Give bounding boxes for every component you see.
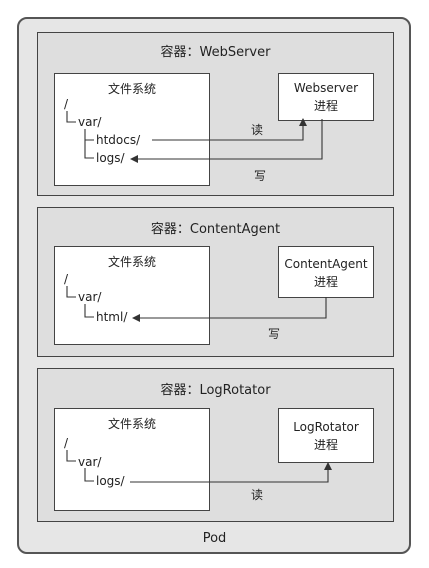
container-contentagent: 容器：ContentAgent 文件系统 ContentAgent 进程 xyxy=(37,207,394,357)
process-box: LogRotator 进程 xyxy=(278,408,374,463)
fs-var-dir: var/ xyxy=(78,455,102,469)
read-arrow xyxy=(130,462,332,483)
tree-line xyxy=(84,468,94,482)
container-title: 容器：WebServer xyxy=(160,45,271,60)
write-label: 写 xyxy=(268,327,281,341)
filesystem-box: 文件系统 xyxy=(54,73,210,186)
tree-line xyxy=(84,304,94,318)
read-label: 读 xyxy=(251,488,264,502)
fs-html-dir: html/ xyxy=(96,310,128,324)
process-name: LogRotator xyxy=(293,420,359,434)
fs-var-dir: var/ xyxy=(78,290,102,304)
read-label: 读 xyxy=(251,123,264,137)
filesystem-box: 文件系统 xyxy=(54,246,210,345)
process-suffix: 进程 xyxy=(313,438,338,452)
pod-label: Pod xyxy=(202,531,227,546)
fs-var-dir: var/ xyxy=(78,115,102,129)
filesystem-title: 文件系统 xyxy=(107,255,156,269)
tree-line xyxy=(66,450,76,462)
filesystem-title: 文件系统 xyxy=(107,417,156,431)
write-arrow xyxy=(130,119,323,163)
filesystem-box: 文件系统 xyxy=(54,408,210,511)
process-box: ContentAgent 进程 xyxy=(278,246,374,298)
process-suffix: 进程 xyxy=(313,99,338,113)
tree-line xyxy=(66,111,76,123)
fs-root: / xyxy=(64,436,69,450)
fs-root: / xyxy=(64,272,69,286)
read-arrow xyxy=(152,118,307,141)
fs-logs-dir: logs/ xyxy=(96,151,125,165)
write-arrow xyxy=(132,297,327,322)
fs-logs-dir: logs/ xyxy=(96,474,125,488)
container-title: 容器：ContentAgent xyxy=(150,222,281,237)
write-label: 写 xyxy=(254,169,267,183)
tree-line xyxy=(84,129,94,159)
filesystem-title: 文件系统 xyxy=(107,82,156,96)
container-title: 容器：LogRotator xyxy=(160,383,271,398)
process-name: ContentAgent xyxy=(284,257,368,271)
container-logrotator: 容器：LogRotator 文件系统 LogRotator 进程 xyxy=(37,368,394,522)
fs-root: / xyxy=(64,97,69,111)
process-suffix: 进程 xyxy=(313,275,338,289)
container-webserver: 容器：WebServer 文件系统 Webserver 进程 xyxy=(37,32,394,196)
tree-line xyxy=(66,286,76,298)
fs-htdocs-dir: htdocs/ xyxy=(96,133,141,147)
process-box: Webserver 进程 xyxy=(278,73,374,121)
process-name: Webserver xyxy=(293,81,359,95)
